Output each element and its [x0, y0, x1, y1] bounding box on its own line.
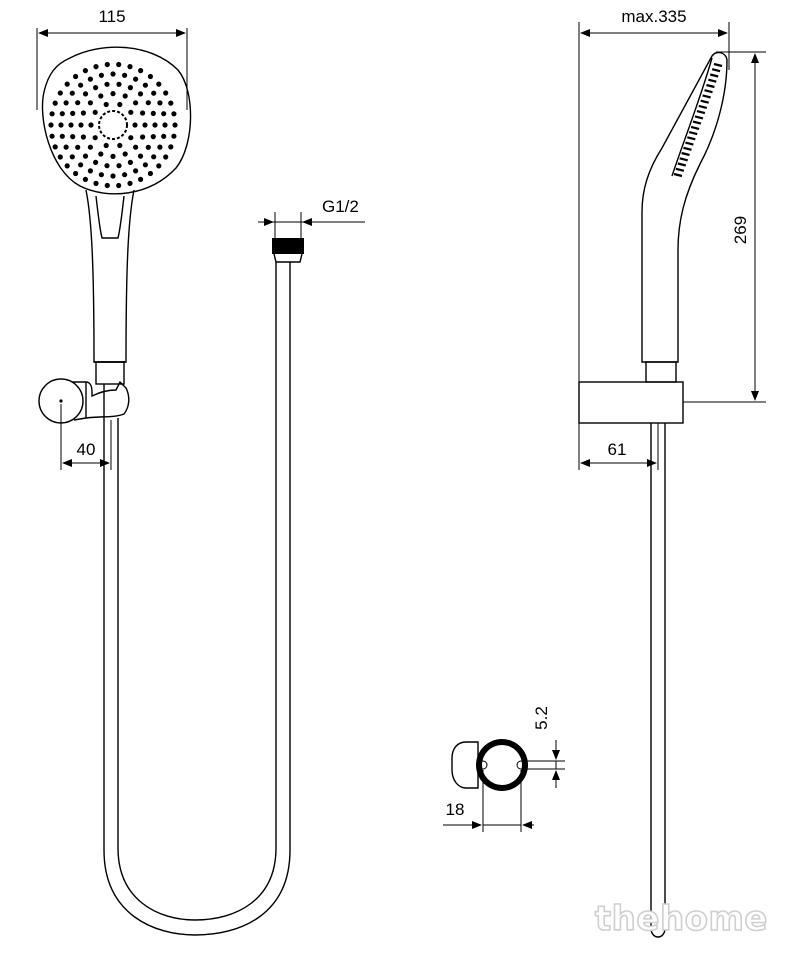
shower-side-profile	[641, 51, 728, 363]
screw-slot-right	[516, 760, 526, 770]
dim-label-thread: G1/2	[322, 197, 359, 216]
dim-label-screw-diameter: 5.2	[532, 706, 551, 730]
watermark-logo: thehome	[595, 899, 768, 939]
dimension-holder-depth: 61	[578, 423, 659, 470]
dim-label-handle-height: 269	[731, 216, 750, 244]
spray-face-side	[673, 62, 723, 178]
shower-head-front	[41, 46, 192, 195]
handle-front	[85, 189, 135, 363]
dim-label-screw-spacing: 18	[446, 800, 465, 819]
spray-nozzles	[48, 61, 178, 189]
dimension-max-projection: max.335	[578, 7, 730, 382]
shower-hose	[103, 262, 291, 936]
dimension-head-width: 115	[36, 7, 188, 110]
front-view: 115 G1/2 40	[36, 7, 365, 936]
dim-label-max-projection: max.335	[621, 7, 686, 26]
wall-holder-side	[578, 381, 684, 424]
dim-label-holder-depth: 61	[608, 440, 627, 459]
dimension-holder-offset: 40	[60, 404, 112, 470]
hose-connector-nut	[272, 238, 304, 263]
handle-inner-recess	[95, 195, 125, 239]
dimension-screw-spacing: 18	[443, 770, 534, 832]
dimension-handle-height: 269	[683, 51, 766, 403]
side-view: max.335 269 61	[578, 7, 766, 938]
wall-holder-front	[38, 378, 130, 424]
dimension-thread: G1/2	[258, 197, 365, 238]
dimension-screw-diameter: 5.2	[525, 706, 565, 788]
hose-side	[650, 423, 666, 938]
dim-label-head-width: 115	[98, 7, 125, 26]
screw-slot-left	[478, 760, 488, 770]
holder-detail-view: 18 5.2	[443, 706, 565, 832]
dim-label-holder-offset: 40	[77, 440, 96, 459]
